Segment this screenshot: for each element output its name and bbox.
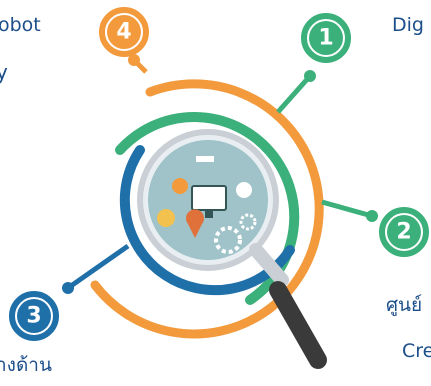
gear-small-icon xyxy=(239,213,257,231)
badge-4-number: 4 xyxy=(116,20,131,45)
blue-ring xyxy=(119,145,295,296)
tool-icon xyxy=(196,156,214,162)
badge-2: 2 xyxy=(379,207,429,257)
badge-1-number: 1 xyxy=(318,26,333,51)
connector-3 xyxy=(66,243,130,291)
monitor-stand-icon xyxy=(205,210,213,218)
badge-3: 3 xyxy=(9,291,59,341)
label-robot: obot xyxy=(0,14,41,36)
connector-1 xyxy=(276,74,312,114)
connector-3-dot xyxy=(62,282,74,294)
connector-4-dot xyxy=(128,54,140,66)
connector-1-dot xyxy=(304,70,316,82)
label-creative: Cre xyxy=(402,340,431,362)
label-center: ศูนย์ xyxy=(386,294,423,316)
label-y: y xyxy=(0,60,8,84)
connector-2 xyxy=(321,199,373,219)
globe-icon xyxy=(172,178,188,194)
map-pin-icon xyxy=(186,209,205,238)
badge-2-number: 2 xyxy=(396,220,411,245)
label-aspect: างด้าน xyxy=(0,354,52,376)
badge-1: 1 xyxy=(301,13,351,63)
connector-2-dot xyxy=(366,210,378,222)
badge-4: 4 xyxy=(99,7,149,57)
bulb-icon xyxy=(157,209,175,227)
orange-ring xyxy=(90,79,324,339)
badge-3-number: 3 xyxy=(26,304,41,329)
magnifier-neck xyxy=(249,243,289,287)
gear-icon xyxy=(214,226,242,254)
pie-icon xyxy=(236,182,252,198)
label-digital: Dig xyxy=(392,14,424,36)
magnifier-handle xyxy=(269,281,327,369)
monitor-icon xyxy=(191,185,227,211)
